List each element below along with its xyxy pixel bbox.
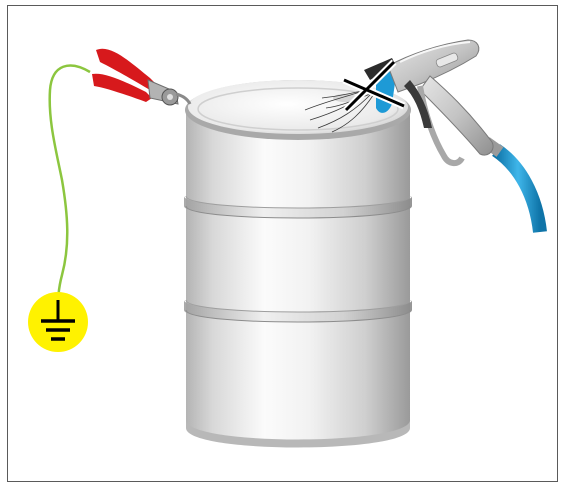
hose-icon	[496, 150, 540, 232]
ground-clamp-icon	[92, 49, 190, 105]
metal-drum-icon	[184, 80, 412, 448]
ground-wire	[50, 66, 90, 312]
ground-symbol-icon	[28, 292, 88, 352]
